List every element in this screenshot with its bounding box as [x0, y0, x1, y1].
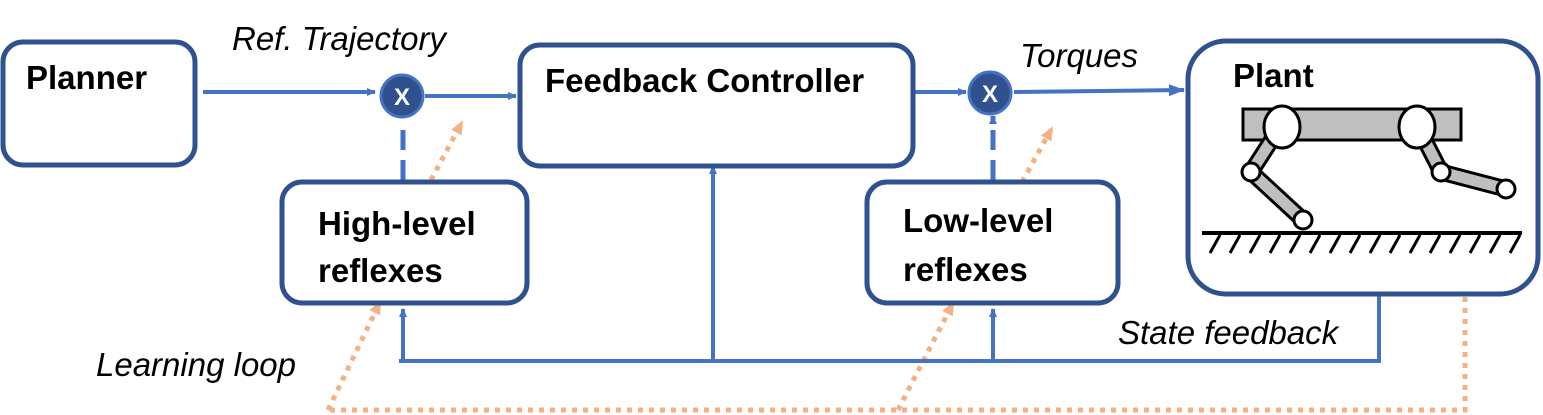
- high-level-multiplier: X: [379, 73, 425, 119]
- torques-label: Torques: [1020, 37, 1138, 74]
- high-level-reflexes-block: High-level reflexes: [279, 179, 530, 306]
- feedback-controller-block: Feedback Controller: [517, 42, 916, 169]
- learning-loop-path: [325, 120, 1468, 413]
- low-level-multiplier: X: [967, 70, 1013, 116]
- state-feedback-path: [399, 165, 1381, 363]
- low-level-multiplier-symbol: X: [982, 81, 998, 108]
- low-level-reflexes-label-line1: Low-level: [903, 202, 1053, 239]
- feedback-controller-label: Feedback Controller: [545, 62, 864, 99]
- planner-label: Planner: [26, 59, 147, 96]
- high-level-multiplier-symbol: X: [394, 84, 410, 111]
- planner-block: Planner: [0, 39, 198, 168]
- ground-hatching: [1202, 231, 1522, 254]
- low-level-reflexes-block: Low-level reflexes: [864, 179, 1121, 306]
- high-level-reflexes-label-line2: reflexes: [318, 252, 443, 289]
- forward-signal-path: [203, 84, 1185, 180]
- learning-loop-label: Learning loop: [96, 346, 296, 383]
- plant-block: Plant: [1185, 38, 1541, 297]
- plant-label: Plant: [1233, 57, 1314, 94]
- low-level-reflexes-label-line2: reflexes: [903, 251, 1028, 288]
- ref-trajectory-label: Ref. Trajectory: [232, 20, 448, 57]
- state-feedback-label: State feedback: [1118, 314, 1340, 351]
- high-level-reflexes-label-line1: High-level: [318, 205, 476, 242]
- legged-robot-icon: [1202, 104, 1522, 254]
